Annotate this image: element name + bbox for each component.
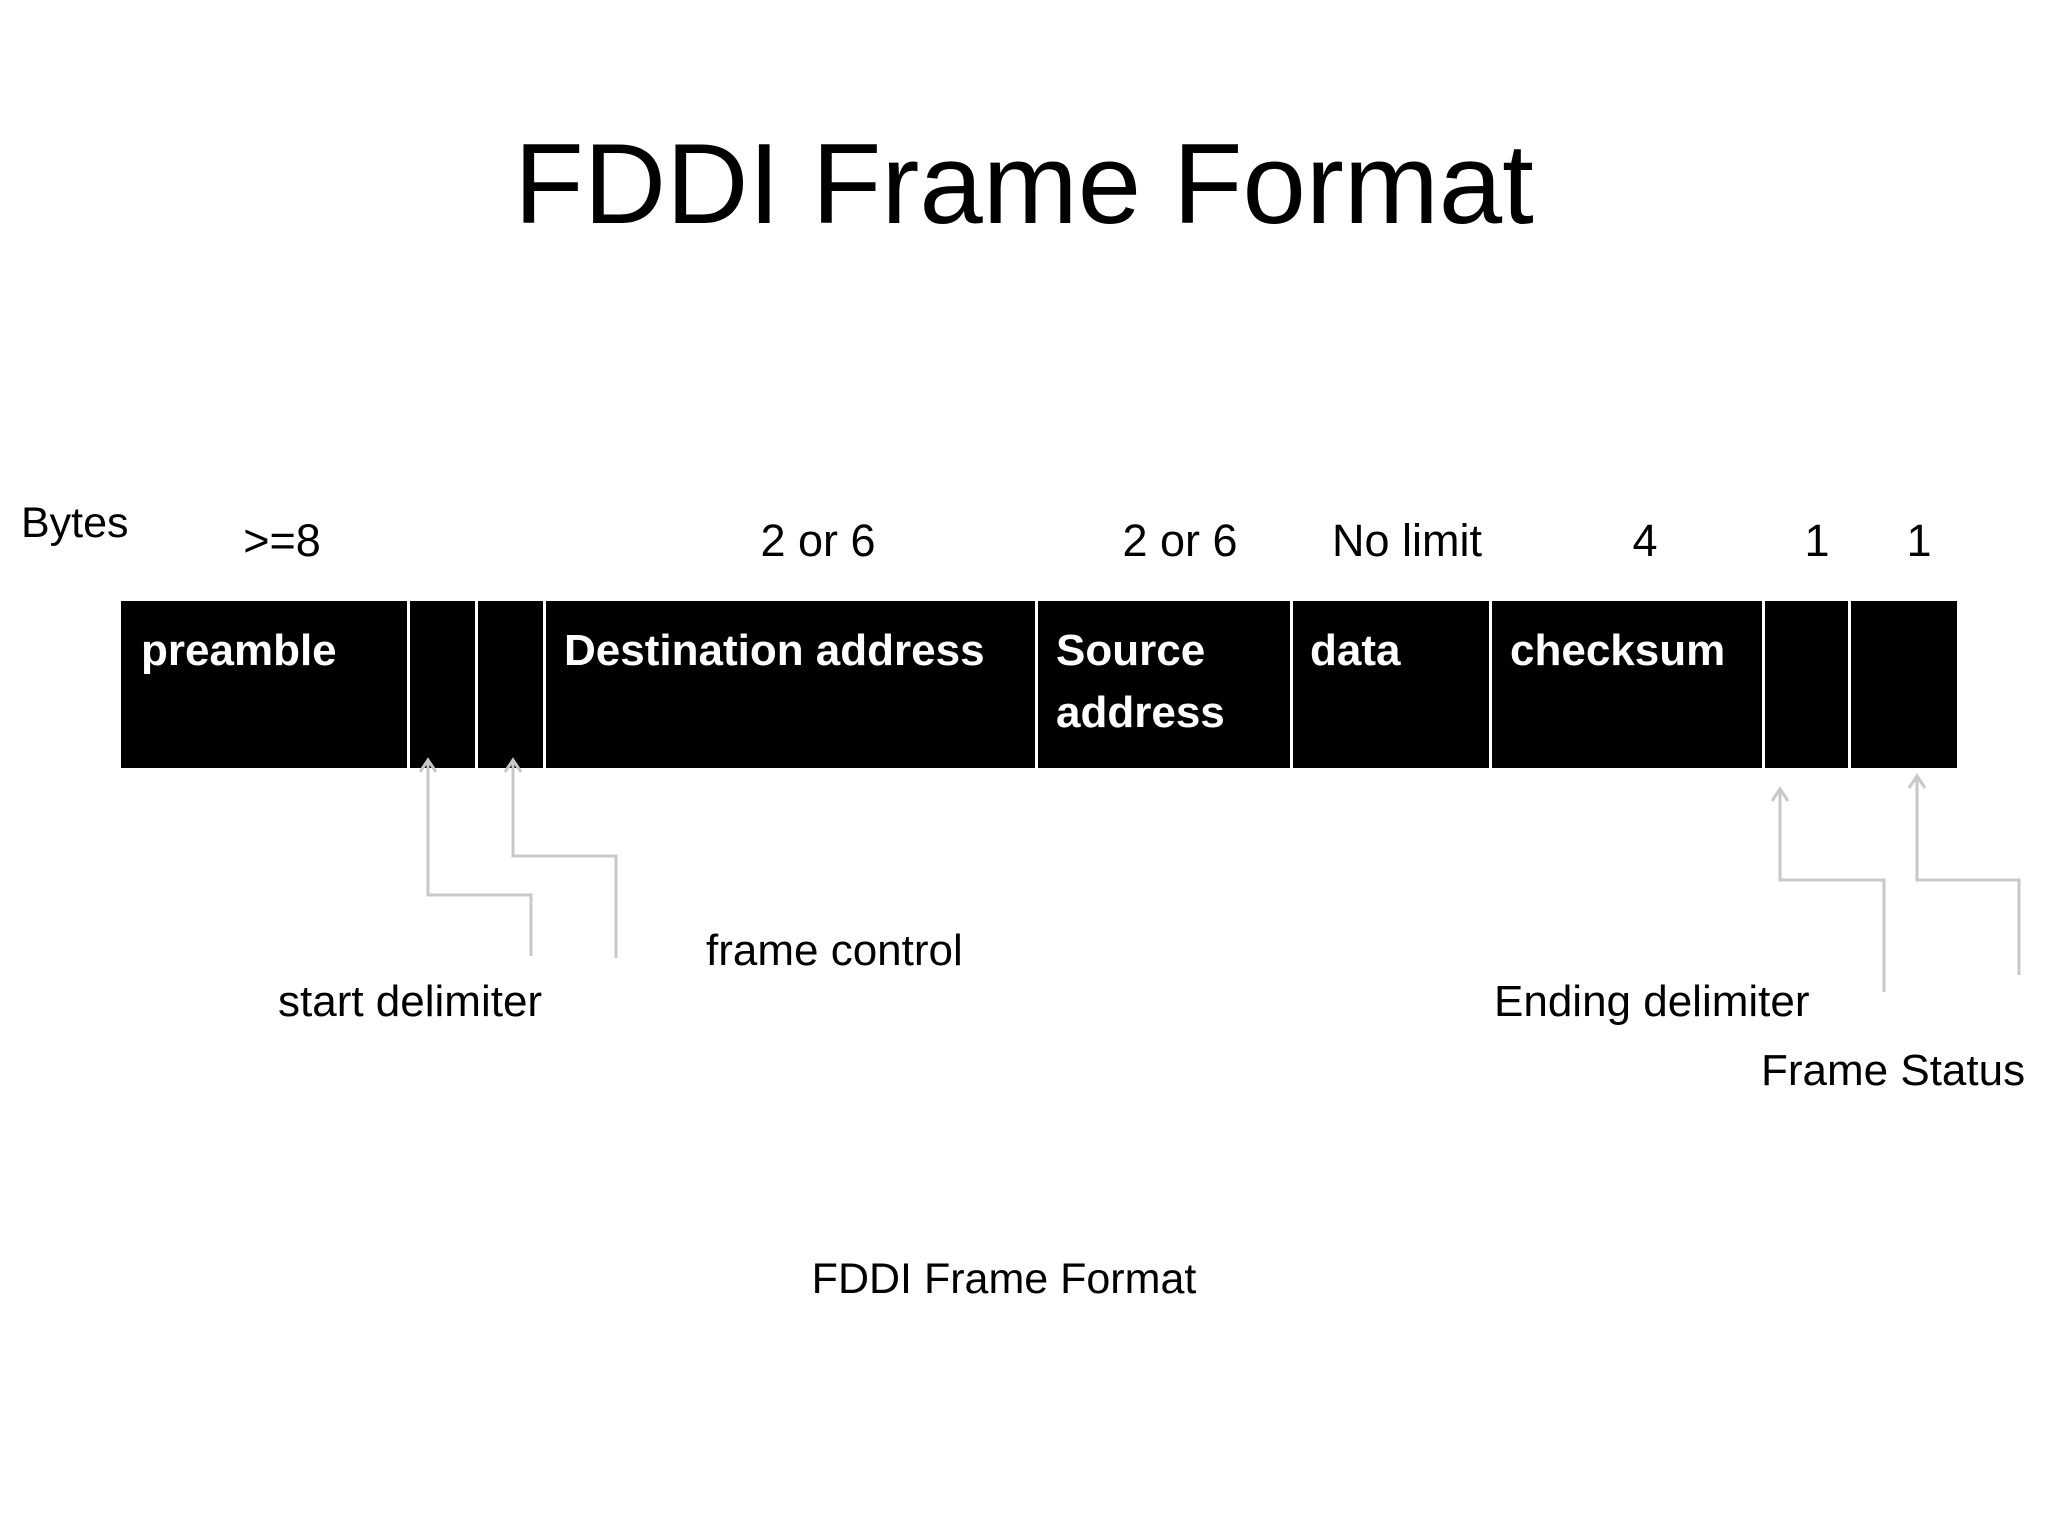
field-divider xyxy=(407,601,410,768)
field-source-address: Source address xyxy=(1056,626,1225,737)
start-delimiter-connector xyxy=(426,760,533,956)
ending-delimiter-connector xyxy=(1778,789,1886,992)
frame-control-connector xyxy=(511,760,618,958)
frame-status-label: Frame Status xyxy=(1761,1046,2026,1095)
ending-delimiter-label: Ending delimiter xyxy=(1494,977,1810,1026)
size-ending-delimiter: 1 xyxy=(1804,515,1830,566)
bytes-label: Bytes xyxy=(21,499,129,547)
size-checksum: 4 xyxy=(1632,515,1658,566)
field-divider xyxy=(1848,601,1851,768)
start-delimiter-label: start delimiter xyxy=(278,977,543,1026)
size-frame-status: 1 xyxy=(1906,515,1932,566)
field-divider xyxy=(543,601,546,768)
page-title: FDDI Frame Format xyxy=(514,121,1534,248)
size-preamble: >=8 xyxy=(243,515,321,566)
ending-delimiter-arrowhead xyxy=(1770,786,1790,802)
size-destination-address: 2 or 6 xyxy=(760,515,876,566)
frame-bar xyxy=(121,601,1957,768)
field-divider xyxy=(1762,601,1765,768)
field-destination-address: Destination address xyxy=(564,626,985,675)
field-divider xyxy=(1489,601,1492,768)
frame-status-connector xyxy=(1915,776,2021,975)
frame-control-label: frame control xyxy=(706,926,963,975)
field-preamble: preamble xyxy=(141,626,337,675)
field-divider xyxy=(1290,601,1293,768)
field-checksum: checksum xyxy=(1510,626,1726,675)
size-source-address: 2 or 6 xyxy=(1122,515,1238,566)
field-divider xyxy=(1035,601,1038,768)
frame-status-arrowhead xyxy=(1907,773,1927,789)
size-data: No limit xyxy=(1331,515,1483,566)
field-data: data xyxy=(1310,626,1401,675)
figure-caption: FDDI Frame Format xyxy=(811,1255,1197,1303)
field-divider xyxy=(475,601,478,768)
